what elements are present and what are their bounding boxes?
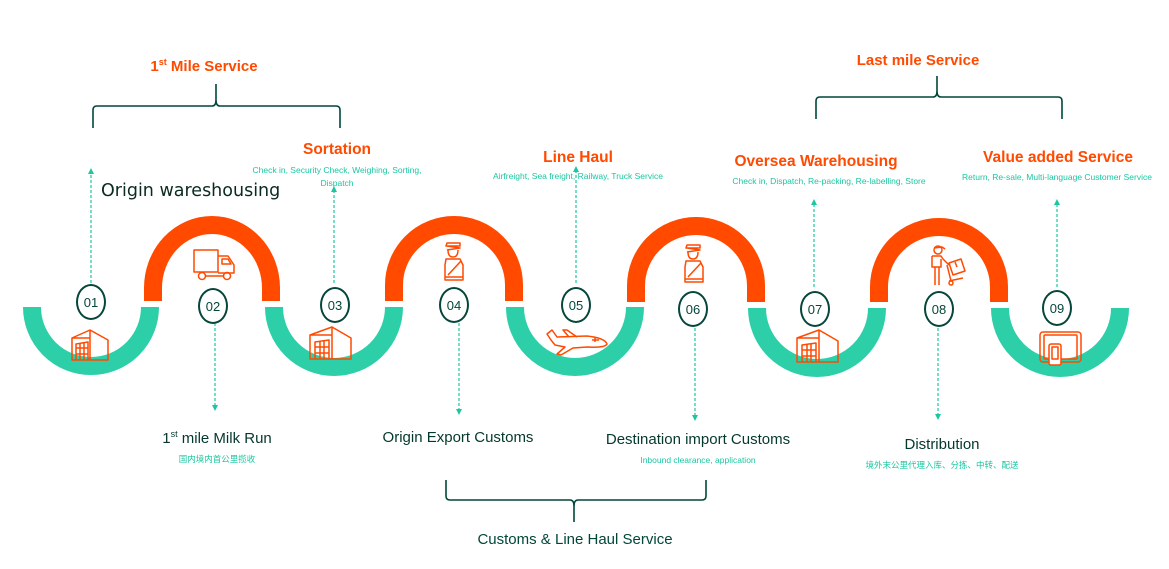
step-number-06: 06 xyxy=(678,291,708,327)
step-number-04: 04 xyxy=(439,287,469,323)
last-mile-brace xyxy=(815,76,1063,119)
arc-03 xyxy=(265,306,403,376)
step-number-08: 08 xyxy=(924,291,954,327)
step-number-05: 05 xyxy=(561,287,591,323)
arc-01 xyxy=(23,306,159,375)
arrowhead-09 xyxy=(1054,199,1060,205)
step-06-description: Inbound clearance, application xyxy=(640,455,756,465)
step-number-03: 03 xyxy=(320,287,350,323)
step-05-label: Line Haul xyxy=(543,149,613,166)
customs-officer-icon xyxy=(684,244,704,283)
first-mile-service-title: 1st Mile Service xyxy=(150,57,258,75)
first-mile-brace xyxy=(92,84,341,128)
step-07-label: Oversea Warehousing xyxy=(734,153,898,170)
step-07-description: Check in, Dispatch, Re-packing, Re-label… xyxy=(732,176,926,186)
arc-09 xyxy=(991,307,1129,377)
arc-05 xyxy=(506,306,644,376)
arrowhead-01 xyxy=(88,168,94,174)
arrowhead-03 xyxy=(331,186,337,192)
arrowhead-08 xyxy=(935,414,941,420)
step-number-09: 09 xyxy=(1042,290,1072,326)
step-09-description: Return, Re-sale, Multi-language Customer… xyxy=(962,172,1152,182)
step-08-description: 境外末公里代理入库、分拣、中转、配送 xyxy=(865,460,1019,470)
arrowhead-05 xyxy=(573,166,579,172)
step-number-01: 01 xyxy=(76,284,106,320)
arrowhead-04 xyxy=(456,409,462,415)
tablet-phone-icon xyxy=(1039,331,1082,366)
step-number-07: 07 xyxy=(800,291,830,327)
arc-07 xyxy=(748,307,886,377)
truck-icon xyxy=(193,249,235,281)
step-05-description: Airfreight, Sea freight, Railway, Truck … xyxy=(493,171,663,181)
arc-02 xyxy=(144,216,280,301)
step-03-description: Check in, Security Check, Weighing, Sort… xyxy=(252,165,422,188)
step-06-label: Destination import Customs xyxy=(605,431,791,448)
arc-06 xyxy=(627,217,765,302)
step-08-label: Distribution xyxy=(904,436,980,453)
step-09-label: Value added Service xyxy=(983,149,1133,166)
step-01-label: Origin wareshousing xyxy=(101,181,281,201)
step-03-label: Sortation xyxy=(302,141,372,158)
warehouse-icon xyxy=(71,329,109,361)
customs-brace xyxy=(445,480,707,522)
arrowhead-06 xyxy=(692,415,698,421)
step-04-label: Origin Export Customs xyxy=(382,429,534,446)
arrowhead-02 xyxy=(212,405,218,411)
arrowhead-07 xyxy=(811,199,817,205)
step-02-label: 1st mile Milk Run xyxy=(162,429,272,447)
delivery-person-icon xyxy=(931,245,966,286)
last-mile-service-title: Last mile Service xyxy=(856,52,980,69)
step-number-02: 02 xyxy=(198,288,228,324)
warehouse-icon xyxy=(796,329,839,363)
arc-08 xyxy=(870,218,1008,302)
warehouse-icon xyxy=(309,326,352,360)
arc-04 xyxy=(385,216,523,301)
airplane-icon xyxy=(546,329,608,356)
customs-line-haul-service-title: Customs & Line Haul Service xyxy=(477,531,673,548)
step-02-description: 国内境内首公里揽收 xyxy=(178,454,256,464)
customs-officer-icon xyxy=(444,242,464,281)
